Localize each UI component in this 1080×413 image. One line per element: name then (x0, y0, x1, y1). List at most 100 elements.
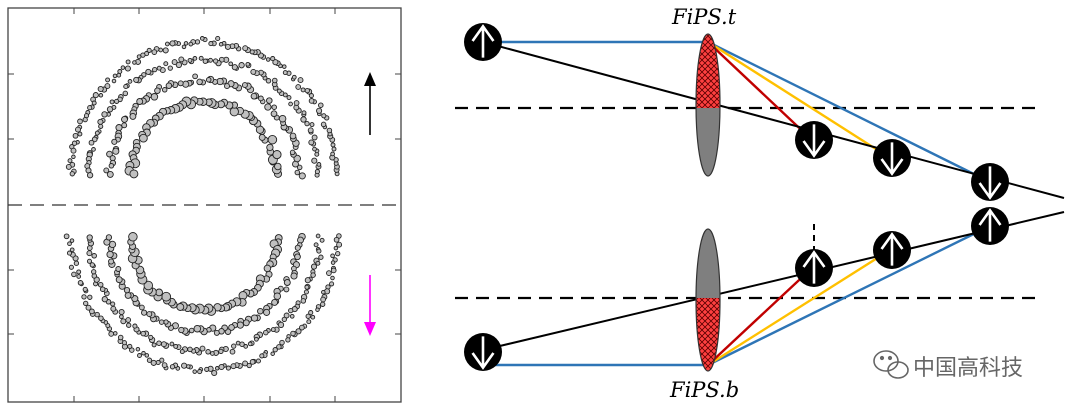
scatter-dot (258, 95, 264, 102)
scatter-dot (255, 358, 261, 364)
scatter-dot (148, 334, 154, 340)
scatter-dot (193, 324, 202, 333)
scatter-dot (114, 98, 120, 104)
scatter-dot (81, 294, 87, 300)
scatter-dot (116, 72, 122, 78)
scatter-dot (298, 172, 306, 180)
scatter-dot (98, 93, 104, 98)
scatter-dot (115, 266, 122, 272)
scatter-dot (318, 254, 324, 260)
scatter-dot (143, 280, 154, 291)
scatter-dot (263, 329, 269, 336)
top-rays (482, 40, 1065, 199)
scatter-dot (281, 316, 287, 323)
scatter-panel (7, 7, 402, 403)
scatter-dot (71, 154, 76, 160)
scatter-dot (86, 258, 93, 264)
scatter-dot (171, 59, 178, 66)
arrow-down-icon (364, 275, 376, 336)
scatter-dot (71, 271, 77, 278)
scatter-dot (276, 344, 282, 350)
scatter-dot (196, 78, 203, 86)
scatter-dot (263, 264, 272, 273)
scatter-dot (91, 147, 96, 152)
scatter-dot (299, 324, 305, 331)
scatter-dot (156, 65, 162, 71)
scatter-dot (91, 136, 98, 143)
scatter-dot (296, 164, 303, 171)
scatter-dot (139, 133, 148, 143)
scatter-dot (155, 359, 161, 366)
scatter-dot (257, 307, 264, 315)
scatter-dot (103, 167, 110, 174)
scatter-dot (304, 120, 310, 127)
scatter-dot (308, 98, 315, 104)
scatter-dot (289, 313, 295, 319)
scatter-dot (276, 88, 282, 94)
scatter-dot (265, 78, 272, 84)
scatter-dot (106, 106, 114, 113)
scatter-dot (264, 103, 272, 111)
top-lens-label: FiPS.t (671, 5, 737, 29)
scatter-dot (169, 341, 175, 347)
scatter-dot (86, 172, 94, 179)
scatter-dot (94, 130, 100, 136)
scatter-dot (72, 132, 79, 139)
scatter-dot (310, 263, 318, 270)
scatter-dot (82, 116, 88, 123)
scatter-dot (250, 314, 259, 322)
scatter-dot (158, 319, 165, 325)
scatter-dot (242, 45, 249, 52)
scatter-dot (270, 56, 276, 62)
scatter-dot (218, 363, 225, 371)
scatter-dot (272, 59, 279, 66)
scatter-dot (105, 77, 111, 83)
scatter-dot (205, 349, 211, 355)
scatter-dot (123, 286, 131, 294)
scatter-dot (177, 80, 184, 87)
scatter-dot (75, 126, 81, 133)
scatter-dot (176, 303, 185, 311)
scatter-dot (88, 139, 95, 146)
scatter-dot (111, 138, 118, 145)
scatter-dot (182, 80, 190, 88)
scatter-dot (289, 132, 297, 140)
scatter-dot (91, 253, 97, 259)
scatter-dot (283, 286, 290, 293)
scatter-dot (214, 366, 220, 371)
scatter-dot (63, 233, 70, 240)
scatter-dot (267, 134, 278, 145)
scatter-dot (122, 90, 129, 97)
scatter-dot (181, 362, 188, 369)
scatter-dot (224, 43, 231, 50)
scatter-dot (254, 336, 259, 342)
scatter-dot (314, 169, 320, 175)
scatter-dot (199, 36, 205, 41)
scatter-dot (310, 272, 316, 278)
scatter-dot (146, 47, 152, 53)
scatter-dot (330, 253, 335, 259)
scatter-dot (115, 276, 123, 284)
scatter-dot (151, 342, 157, 348)
scatter-dot (305, 313, 311, 319)
scatter-dot (313, 242, 319, 248)
scatter-dot (215, 35, 221, 42)
scatter-dot (228, 61, 234, 67)
scatter-dot (161, 87, 168, 93)
watermark-text: 中国高科技 (913, 356, 1023, 381)
scatter-dot (192, 73, 198, 80)
scatter-dot (73, 260, 80, 266)
scatter-dot (330, 260, 336, 265)
scatter-dot (290, 330, 296, 337)
scatter-dot (124, 65, 131, 72)
up-arrow-circle-icon (873, 231, 911, 269)
scatter-dot (129, 169, 139, 179)
scatter-dot (132, 60, 137, 65)
scatter-dot (97, 118, 104, 125)
scatter-dot (242, 360, 249, 367)
scatter-dot (333, 236, 340, 243)
scatter-dot (91, 100, 97, 106)
scatter-dot (231, 64, 238, 71)
scatter-dot (94, 311, 100, 318)
scatter-dot (187, 346, 193, 353)
